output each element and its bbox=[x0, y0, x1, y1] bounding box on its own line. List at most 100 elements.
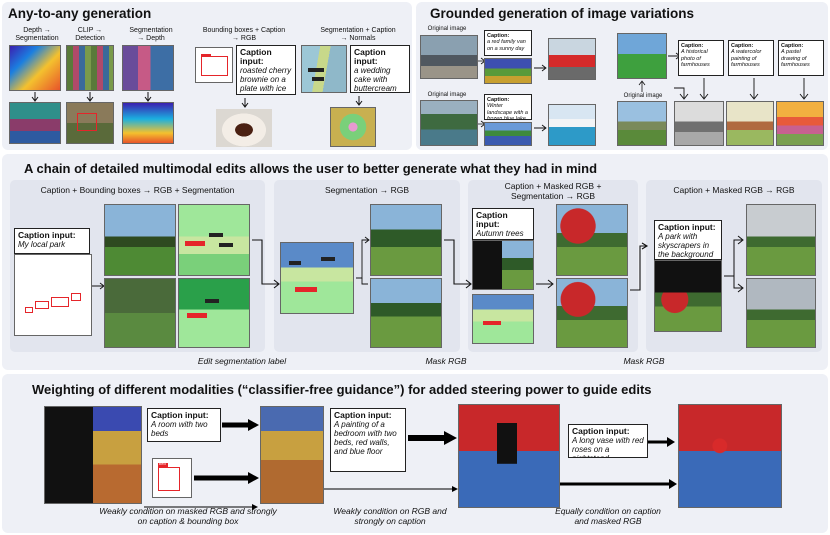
caption-painting-bedroom: Caption input: A painting of a bedroom w… bbox=[330, 408, 406, 472]
caption-my-local-park: Caption input: My local park bbox=[14, 228, 90, 254]
masked-rgb-sky-image bbox=[654, 260, 722, 332]
bbox-label-tag bbox=[201, 54, 211, 57]
bbox-rect bbox=[201, 56, 228, 76]
bedroom-output-1 bbox=[260, 406, 324, 504]
caption-text: A painting of a bedroom with two beds, r… bbox=[334, 420, 397, 456]
depth-map-image bbox=[9, 45, 61, 91]
original-lake-image bbox=[420, 100, 478, 146]
caption-text: A room with two beds bbox=[151, 420, 208, 438]
seg-red-bench bbox=[185, 241, 205, 246]
brownie-output-image bbox=[216, 109, 272, 147]
caption-title: Caption: bbox=[781, 43, 804, 49]
caption-title: Caption: bbox=[681, 43, 704, 49]
label-original-image-2: Original image bbox=[427, 92, 467, 98]
caption-title: Caption: bbox=[487, 33, 510, 39]
caption-watercolor: Caption: A watercolor painting of farmho… bbox=[728, 40, 774, 76]
watercolor-farmhouse-output bbox=[726, 101, 774, 146]
caption-text: roasted cherry brownie on a plate with i… bbox=[240, 66, 292, 94]
caption-title: Caption: bbox=[731, 43, 754, 49]
bounding-box-input-image bbox=[195, 47, 233, 83]
caption-title: Caption input: bbox=[240, 47, 272, 66]
edited-segmentation-image bbox=[280, 242, 354, 314]
step-1-label: Caption + Bounding boxes → RGB + Segment… bbox=[40, 185, 235, 195]
caption-historical: Caption: A historical photo of farmhouse… bbox=[678, 40, 724, 76]
arrow-down-1 bbox=[31, 92, 39, 102]
label-original-image-3: Original image bbox=[623, 93, 663, 99]
arrow-bold-1a bbox=[222, 419, 259, 431]
segmentation-map-image bbox=[122, 45, 174, 91]
detection-box bbox=[77, 113, 97, 131]
caption-text: A pastel drawing of farmhouses bbox=[781, 49, 810, 68]
label-original-image-1: Original image bbox=[427, 26, 467, 32]
caption-pastel: Caption: A pastel drawing of farmhouses bbox=[778, 40, 824, 76]
panel-title-weighting: Weighting of different modalities (“clas… bbox=[32, 382, 652, 397]
label-segmentation-to-depth: Segmentation → Depth bbox=[129, 27, 173, 42]
arrow-right-step3-to-step4 bbox=[630, 242, 649, 291]
arrow-thin-2 bbox=[324, 486, 458, 492]
bottom-label-weak-rgb: Weakly condition on RGB and strongly on … bbox=[333, 506, 447, 526]
van-segmentation-image bbox=[484, 58, 532, 84]
lake-segmentation-image bbox=[484, 122, 532, 146]
bed-bbox-input bbox=[152, 458, 192, 498]
red-bedroom-output bbox=[458, 404, 560, 508]
original-van-image bbox=[420, 35, 478, 79]
arrow-right-step1-to-step2 bbox=[252, 239, 280, 289]
panel-any-to-any: Any-to-any generation Depth → Segmentati… bbox=[2, 2, 412, 150]
caption-autumn-trees: Caption input: Autumn trees in a park bbox=[472, 208, 534, 240]
depth-output-image bbox=[122, 102, 174, 144]
caption-title: Caption input: bbox=[151, 410, 209, 420]
label-bbox-caption-to-rgb: Bounding boxes + Caption → RGB bbox=[202, 27, 286, 42]
caption-park-skyscrapers: Caption input: A park with skyscrapers i… bbox=[654, 220, 722, 260]
arrow-right-step2 bbox=[356, 236, 370, 285]
park-segmentation-output-1 bbox=[178, 204, 250, 276]
caption-text: A watercolor painting of farmhouses bbox=[731, 49, 762, 68]
caption-room-two-beds: Caption input: A room with two beds bbox=[147, 408, 221, 442]
park-rgb-output-1 bbox=[104, 204, 176, 276]
autumn-park-output-2 bbox=[556, 278, 628, 348]
bed-bbox bbox=[158, 467, 180, 491]
park-segmentation-for-step3 bbox=[472, 294, 534, 344]
arrow-down-2 bbox=[86, 92, 94, 102]
seg-tag-3 bbox=[205, 299, 219, 303]
caption-winter-lake: Caption: Winter landscape with a frozen … bbox=[484, 94, 532, 120]
skyscraper-park-output-2 bbox=[746, 278, 816, 348]
arrow-branch-farm bbox=[674, 78, 809, 100]
segmentation-input-image bbox=[301, 45, 347, 93]
pastel-farmhouse-output bbox=[776, 101, 824, 146]
label-depth-to-segmentation: Depth → Segmentation bbox=[15, 27, 59, 42]
arrow-thin-1 bbox=[144, 504, 258, 510]
arrow-right-van-out bbox=[534, 64, 547, 72]
arrow-down-rgb bbox=[241, 98, 249, 108]
arrow-down-normals bbox=[355, 96, 363, 106]
bottom-label-equal: Equally condition on caption and masked … bbox=[555, 506, 661, 526]
caption-text: A historical photo of farmhouses bbox=[681, 49, 710, 68]
clip-feature-image bbox=[66, 45, 114, 91]
caption-title: Caption input: bbox=[18, 230, 76, 240]
arrow-right-step3 bbox=[536, 279, 554, 289]
park-bbox-input-image bbox=[14, 254, 92, 336]
panel-title-chain: A chain of detailed multimodal edits all… bbox=[24, 161, 598, 176]
skyscraper-park-output-1 bbox=[746, 204, 816, 276]
bbox-3 bbox=[71, 293, 81, 301]
red-van-output-image bbox=[548, 38, 596, 80]
bed-tag-text: bed bbox=[159, 461, 166, 466]
caption-text: a red family van on a sunny day bbox=[487, 39, 526, 52]
step-3-label: Caption + Masked RGB + Segmentation → RG… bbox=[504, 181, 602, 201]
caption-title: Caption input: bbox=[354, 47, 386, 66]
label-segmentation-caption-to-normals: Segmentation + Caption → Normals bbox=[320, 27, 396, 42]
original-farmhouse-image bbox=[617, 101, 667, 146]
caption-title: Caption input: bbox=[476, 210, 508, 229]
seg-red-bench-3 bbox=[295, 287, 317, 292]
arrow-right-step4 bbox=[724, 235, 744, 293]
caption-text: A park with skyscrapers in the backgroun… bbox=[658, 232, 714, 259]
caption-title: Caption input: bbox=[572, 426, 630, 436]
arrow-right-step2-to-step3 bbox=[444, 239, 472, 289]
caption-text: a wedding cake with buttercream flowers bbox=[354, 66, 397, 93]
caption-title: Caption: bbox=[487, 97, 510, 103]
caption-text: My local park bbox=[18, 240, 66, 249]
seg-tag-2 bbox=[219, 243, 233, 247]
park-rgb-output-2 bbox=[104, 278, 176, 348]
panel-title-any-to-any: Any-to-any generation bbox=[8, 6, 152, 21]
caption-title: Caption input: bbox=[658, 222, 716, 232]
caption-input-cake: Caption input: a wedding cake with butte… bbox=[350, 45, 410, 93]
